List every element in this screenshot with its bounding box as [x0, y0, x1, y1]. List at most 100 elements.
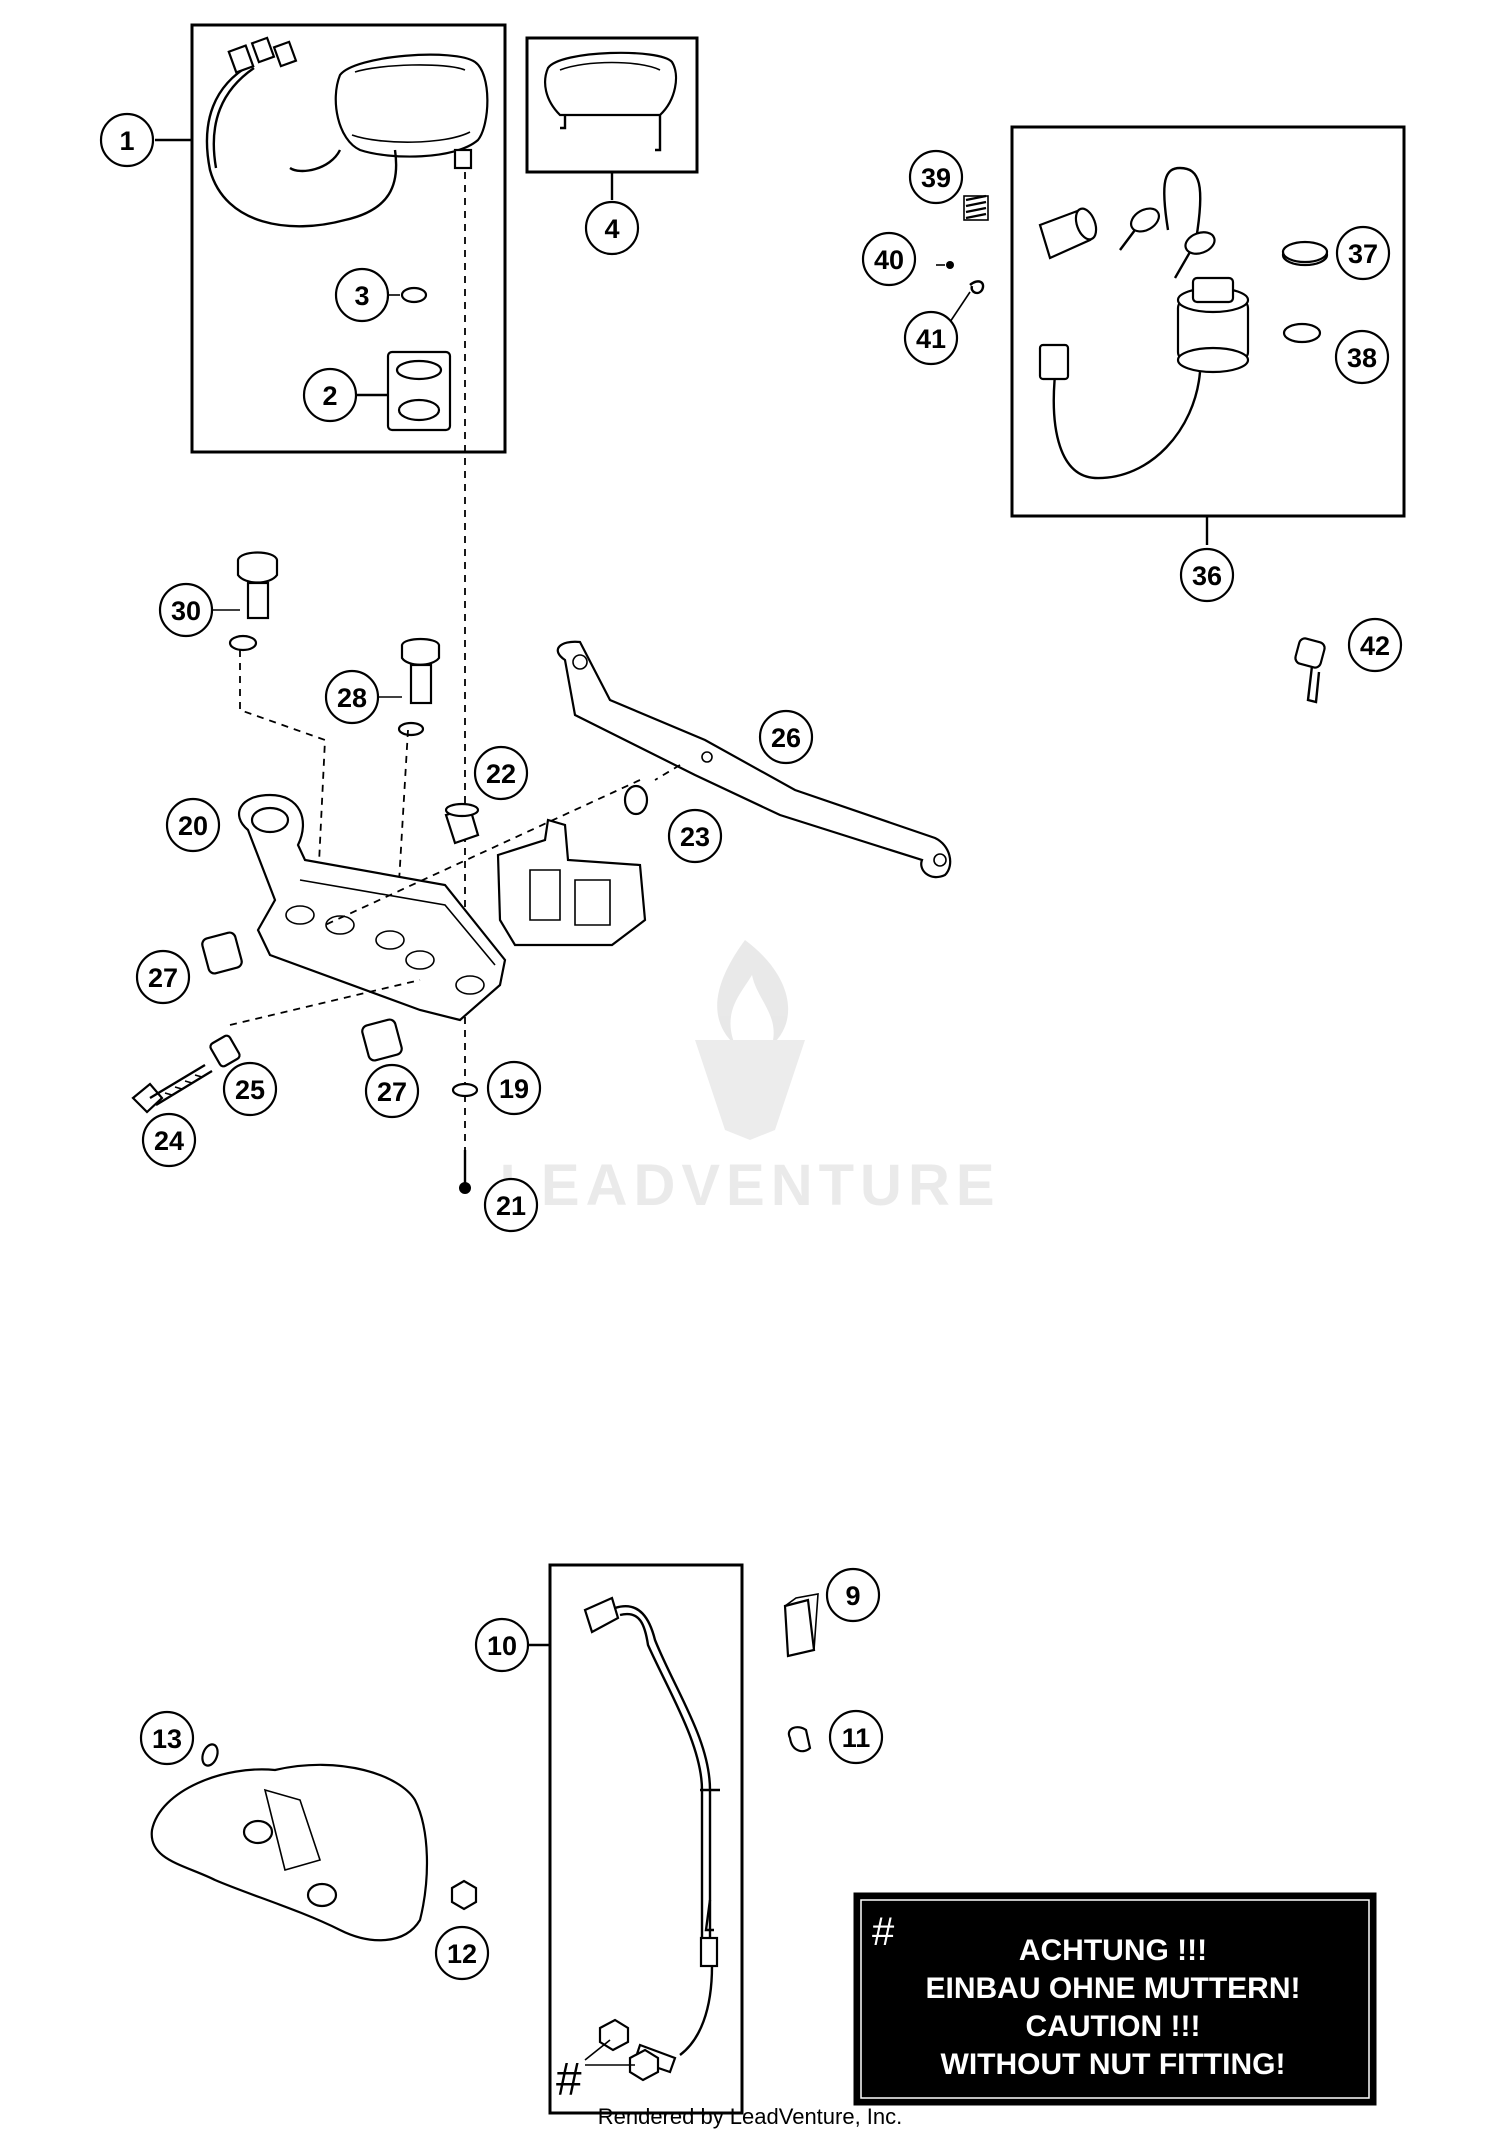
callout-41[interactable]: 41	[903, 310, 959, 366]
nut-part	[628, 2048, 660, 2082]
svg-text:39: 39	[921, 163, 951, 193]
svg-text:36: 36	[1192, 561, 1222, 591]
o-ring-small-part	[1282, 322, 1322, 344]
speedometer-wiring-part	[205, 36, 398, 228]
svg-text:30: 30	[171, 596, 201, 626]
watermark-v-icon	[695, 1040, 805, 1140]
callout-2[interactable]: 2	[302, 367, 388, 423]
ignition-switch-part	[1038, 276, 1250, 480]
lock-cylinder-part	[1038, 207, 1098, 260]
callout-25[interactable]: 25	[222, 1061, 278, 1117]
warning-box	[853, 1892, 1377, 2106]
handlebar-brace-part	[556, 640, 952, 879]
svg-text:40: 40	[874, 245, 904, 275]
svg-text:24: 24	[154, 1126, 184, 1156]
callout-13[interactable]: 13	[139, 1710, 195, 1766]
warning-line-4: WITHOUT NUT FITTING!	[941, 2048, 1286, 2081]
callout-21[interactable]: 21	[483, 1177, 539, 1233]
warning-hash: #	[872, 1910, 895, 1954]
svg-text:25: 25	[235, 1075, 265, 1105]
callout-20[interactable]: 20	[165, 797, 221, 853]
callout-12[interactable]: 12	[434, 1925, 490, 1981]
svg-text:26: 26	[771, 723, 801, 753]
svg-text:2: 2	[322, 381, 337, 411]
number-plate-bracket-part	[496, 818, 647, 947]
screw-path-line	[239, 650, 326, 946]
nut-part	[450, 1879, 478, 1911]
leader-line	[949, 291, 971, 323]
svg-text:42: 42	[1360, 631, 1390, 661]
callout-36[interactable]: 36	[1179, 547, 1235, 603]
callout-23[interactable]: 23	[667, 808, 723, 864]
speedometer-cluster-part	[289, 53, 489, 173]
clip-part	[969, 280, 985, 295]
mount-line	[654, 764, 681, 781]
svg-text:10: 10	[487, 1631, 517, 1661]
spacer-part	[623, 784, 649, 816]
watermark-text: LEADVENTURE	[499, 1153, 1000, 1218]
svg-text:20: 20	[178, 811, 208, 841]
leader-line	[584, 2039, 611, 2061]
rubber-buffer-part	[201, 931, 243, 975]
callout-42[interactable]: 42	[1347, 617, 1403, 673]
callout-39[interactable]: 39	[908, 149, 964, 205]
callout-28[interactable]: 28	[324, 669, 402, 725]
callout-11[interactable]: 11	[828, 1709, 884, 1765]
callout-26[interactable]: 26	[758, 709, 814, 765]
callout-40[interactable]: 40	[861, 231, 917, 287]
spare-key-part	[1294, 637, 1326, 704]
footer-credit: Rendered by LeadVenture, Inc.	[598, 2104, 903, 2129]
warning-line-3: CAUTION !!!	[1026, 2010, 1201, 2043]
svg-text:4: 4	[604, 214, 619, 244]
mount-line	[324, 779, 641, 926]
svg-text:38: 38	[1347, 343, 1377, 373]
brake-disc-guard-part	[150, 1743, 429, 1942]
watermark: LEADVENTURE	[499, 940, 1000, 1218]
clamp-part	[787, 1726, 812, 1753]
screw-part	[236, 551, 279, 620]
nut-part	[444, 802, 480, 845]
keys-part	[1119, 166, 1216, 279]
svg-text:1: 1	[119, 126, 134, 156]
svg-text:27: 27	[148, 963, 178, 993]
washer-part	[228, 634, 258, 652]
rubber-buffer-part	[361, 1018, 403, 1062]
svg-text:12: 12	[447, 1939, 477, 1969]
screw-part	[400, 637, 441, 705]
warning-line-1: ACHTUNG !!!	[1019, 1934, 1207, 1967]
callout-27-left[interactable]: 27	[135, 949, 191, 1005]
svg-text:41: 41	[916, 324, 946, 354]
callout-27-right[interactable]: 27	[364, 1063, 420, 1119]
callout-24[interactable]: 24	[141, 1112, 197, 1168]
warning-line-2: EINBAU OHNE MUTTERN!	[926, 1972, 1301, 2005]
svg-text:37: 37	[1348, 239, 1378, 269]
speed-sensor-part	[583, 1596, 720, 2074]
speedometer-kit-box	[190, 23, 507, 454]
cable-holder-part	[783, 1593, 819, 1658]
callout-1[interactable]: 1	[99, 112, 192, 168]
svg-text:11: 11	[842, 1723, 871, 1753]
cap-part	[400, 286, 428, 304]
svg-text:27: 27	[377, 1077, 407, 1107]
svg-text:23: 23	[680, 822, 710, 852]
callout-4[interactable]: 4	[584, 200, 640, 256]
callout-30[interactable]: 30	[158, 582, 240, 638]
callout-19[interactable]: 19	[486, 1060, 542, 1116]
mount-line	[229, 979, 421, 1026]
callout-38[interactable]: 38	[1334, 329, 1390, 385]
washer-part	[397, 721, 425, 737]
washer-part	[451, 1082, 479, 1098]
svg-text:22: 22	[486, 759, 516, 789]
hash-marker: #	[556, 2053, 582, 2105]
spacer-sleeve-part	[209, 1034, 241, 1068]
svg-text:28: 28	[337, 683, 367, 713]
o-ring-part	[1281, 240, 1329, 267]
callout-37[interactable]: 37	[1335, 225, 1391, 281]
callout-9[interactable]: 9	[825, 1567, 881, 1623]
screw-part	[459, 1150, 471, 1194]
callout-22[interactable]: 22	[473, 745, 529, 801]
callout-3[interactable]: 3	[334, 267, 400, 323]
svg-text:19: 19	[499, 1074, 529, 1104]
callout-10[interactable]: 10	[474, 1617, 550, 1673]
